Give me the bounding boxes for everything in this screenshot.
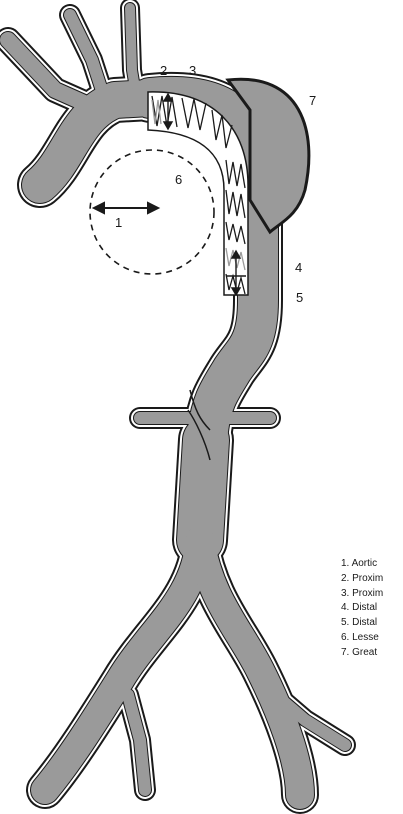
callout-4: 4 xyxy=(295,260,302,275)
legend-item-6: 6. Lesse xyxy=(341,631,403,646)
callout-2: 2 xyxy=(160,63,167,78)
diagram-legend: 1. Aortic 2. Proxim 3. Proxim 4. Distal … xyxy=(341,557,403,661)
callout-5: 5 xyxy=(296,290,303,305)
callout-1: 1 xyxy=(115,215,122,230)
legend-item-1: 1. Aortic xyxy=(341,557,403,572)
callout-3: 3 xyxy=(189,63,196,78)
callout-7: 7 xyxy=(309,93,316,108)
legend-item-4: 4. Distal xyxy=(341,601,403,616)
arch-radius-arrow xyxy=(94,203,158,213)
callout-6: 6 xyxy=(175,172,182,187)
legend-item-7: 7. Great xyxy=(341,646,403,661)
legend-item-2: 2. Proxim xyxy=(341,572,403,587)
legend-item-5: 5. Distal xyxy=(341,616,403,631)
legend-item-3: 3. Proxim xyxy=(341,587,403,602)
